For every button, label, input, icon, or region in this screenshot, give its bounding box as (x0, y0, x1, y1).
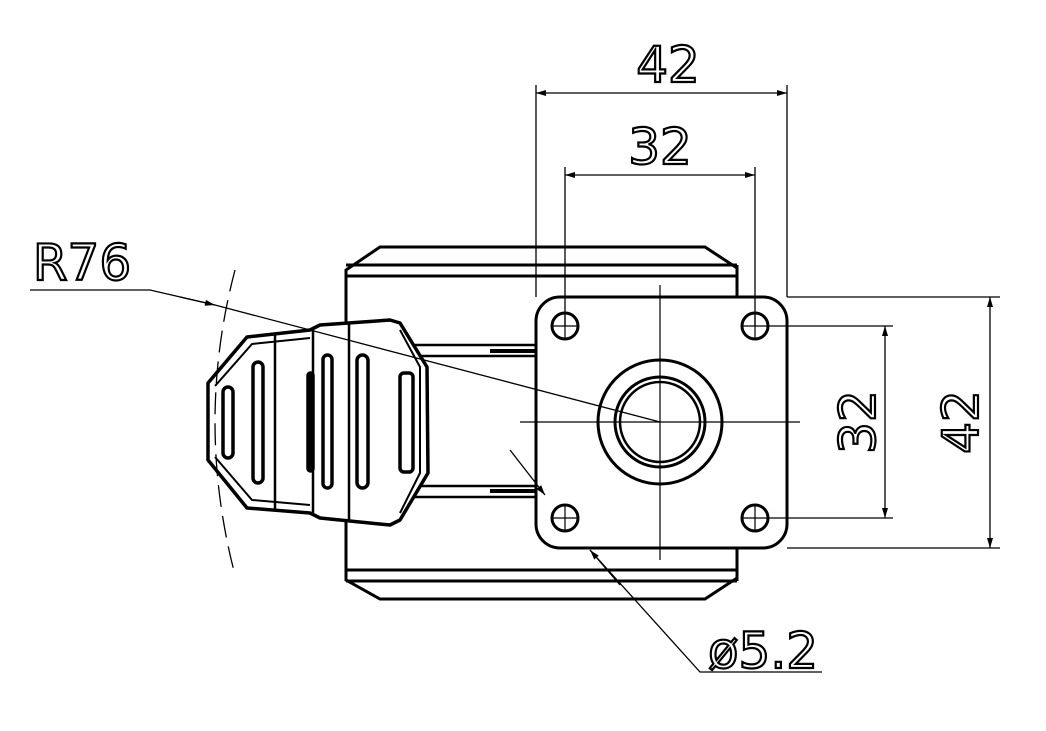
dim-right-outer: 42 (932, 390, 990, 454)
dim-radius: R76 (33, 234, 131, 292)
dim-right-inner: 32 (829, 390, 887, 454)
brake-rails (415, 343, 536, 499)
dimension-lines (30, 85, 1000, 673)
dim-top-outer: 42 (636, 36, 700, 94)
dim-top-inner: 32 (628, 118, 692, 176)
dim-hole-diameter: ø5.2 (708, 622, 818, 680)
brake-pedal (206, 318, 430, 527)
